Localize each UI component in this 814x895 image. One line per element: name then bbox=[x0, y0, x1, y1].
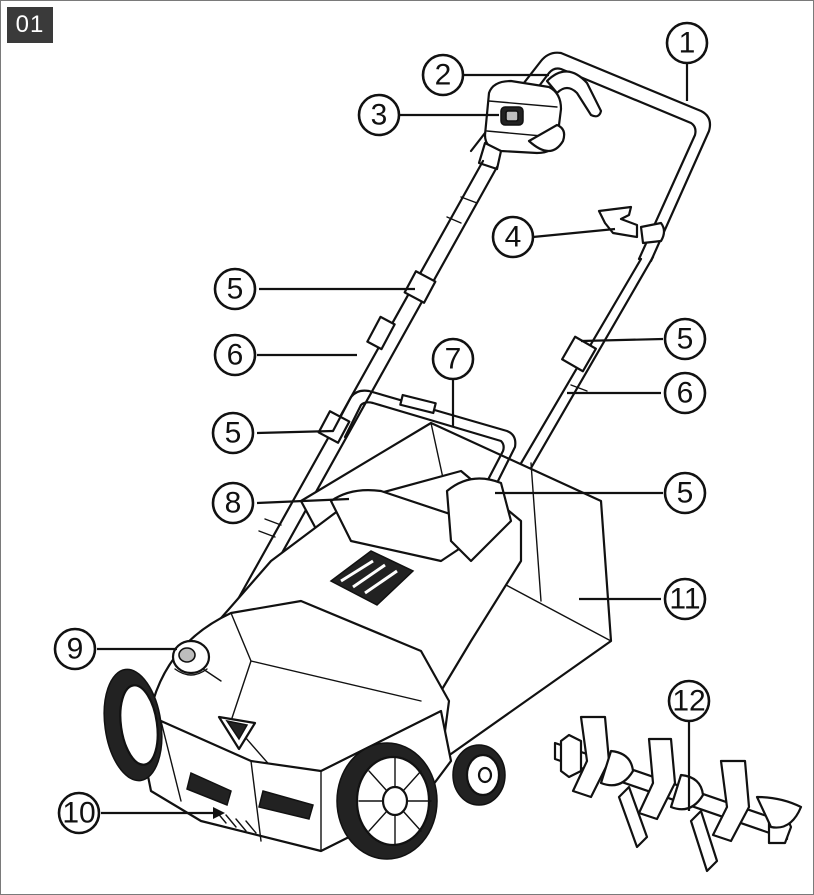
svg-text:12: 12 bbox=[672, 685, 705, 718]
callout-5-lower-left: 5 bbox=[211, 411, 255, 455]
callout-3: 3 bbox=[357, 93, 401, 137]
leader-5c bbox=[256, 429, 334, 435]
callout-5-lower-right: 5 bbox=[663, 471, 707, 515]
safety-lever bbox=[545, 70, 603, 118]
svg-text:11: 11 bbox=[669, 583, 700, 616]
svg-text:5: 5 bbox=[225, 417, 242, 450]
callout-7: 7 bbox=[431, 337, 475, 381]
svg-text:6: 6 bbox=[677, 377, 694, 410]
svg-text:4: 4 bbox=[505, 221, 522, 254]
callout-4: 4 bbox=[491, 215, 535, 259]
wheel-front-left bbox=[103, 668, 163, 782]
switch-box bbox=[477, 79, 566, 171]
leader-5b bbox=[580, 337, 664, 343]
callout-2: 2 bbox=[421, 53, 465, 97]
svg-text:3: 3 bbox=[371, 99, 388, 132]
svg-text:1: 1 bbox=[679, 27, 696, 60]
upper-handle bbox=[469, 51, 712, 263]
figure-number-badge: 01 bbox=[7, 7, 53, 43]
scarifier-roller bbox=[553, 715, 803, 873]
callout-5-upper-right: 5 bbox=[663, 317, 707, 361]
callouts: 1 2 3 4 5 5 6 6 5 7 5 8 11 9 12 10 bbox=[53, 21, 711, 835]
callout-6-left: 6 bbox=[213, 333, 257, 377]
svg-text:7: 7 bbox=[445, 343, 462, 376]
leader-8 bbox=[256, 497, 350, 505]
svg-text:5: 5 bbox=[677, 477, 694, 510]
svg-text:6: 6 bbox=[227, 339, 244, 372]
callout-6-right: 6 bbox=[663, 371, 707, 415]
callout-11: 11 bbox=[663, 577, 707, 621]
leader-lines bbox=[97, 63, 691, 819]
svg-text:8: 8 bbox=[225, 487, 242, 520]
leader-4 bbox=[532, 227, 616, 239]
callout-9: 9 bbox=[53, 627, 97, 671]
callout-1: 1 bbox=[665, 21, 709, 65]
svg-text:5: 5 bbox=[677, 323, 694, 356]
callout-8: 8 bbox=[211, 481, 255, 525]
callout-5-upper-left: 5 bbox=[213, 267, 257, 311]
leader-10-arrowhead bbox=[213, 807, 225, 819]
svg-text:9: 9 bbox=[67, 633, 84, 666]
cable-clip bbox=[597, 205, 666, 245]
svg-text:5: 5 bbox=[227, 273, 244, 306]
callout-12: 12 bbox=[667, 679, 711, 723]
callout-10: 10 bbox=[57, 791, 101, 835]
svg-text:10: 10 bbox=[62, 797, 95, 830]
wheel-front-right bbox=[336, 742, 438, 860]
svg-text:2: 2 bbox=[435, 59, 452, 92]
lower-handle bbox=[331, 389, 517, 501]
wheel-rear-right bbox=[452, 744, 506, 806]
